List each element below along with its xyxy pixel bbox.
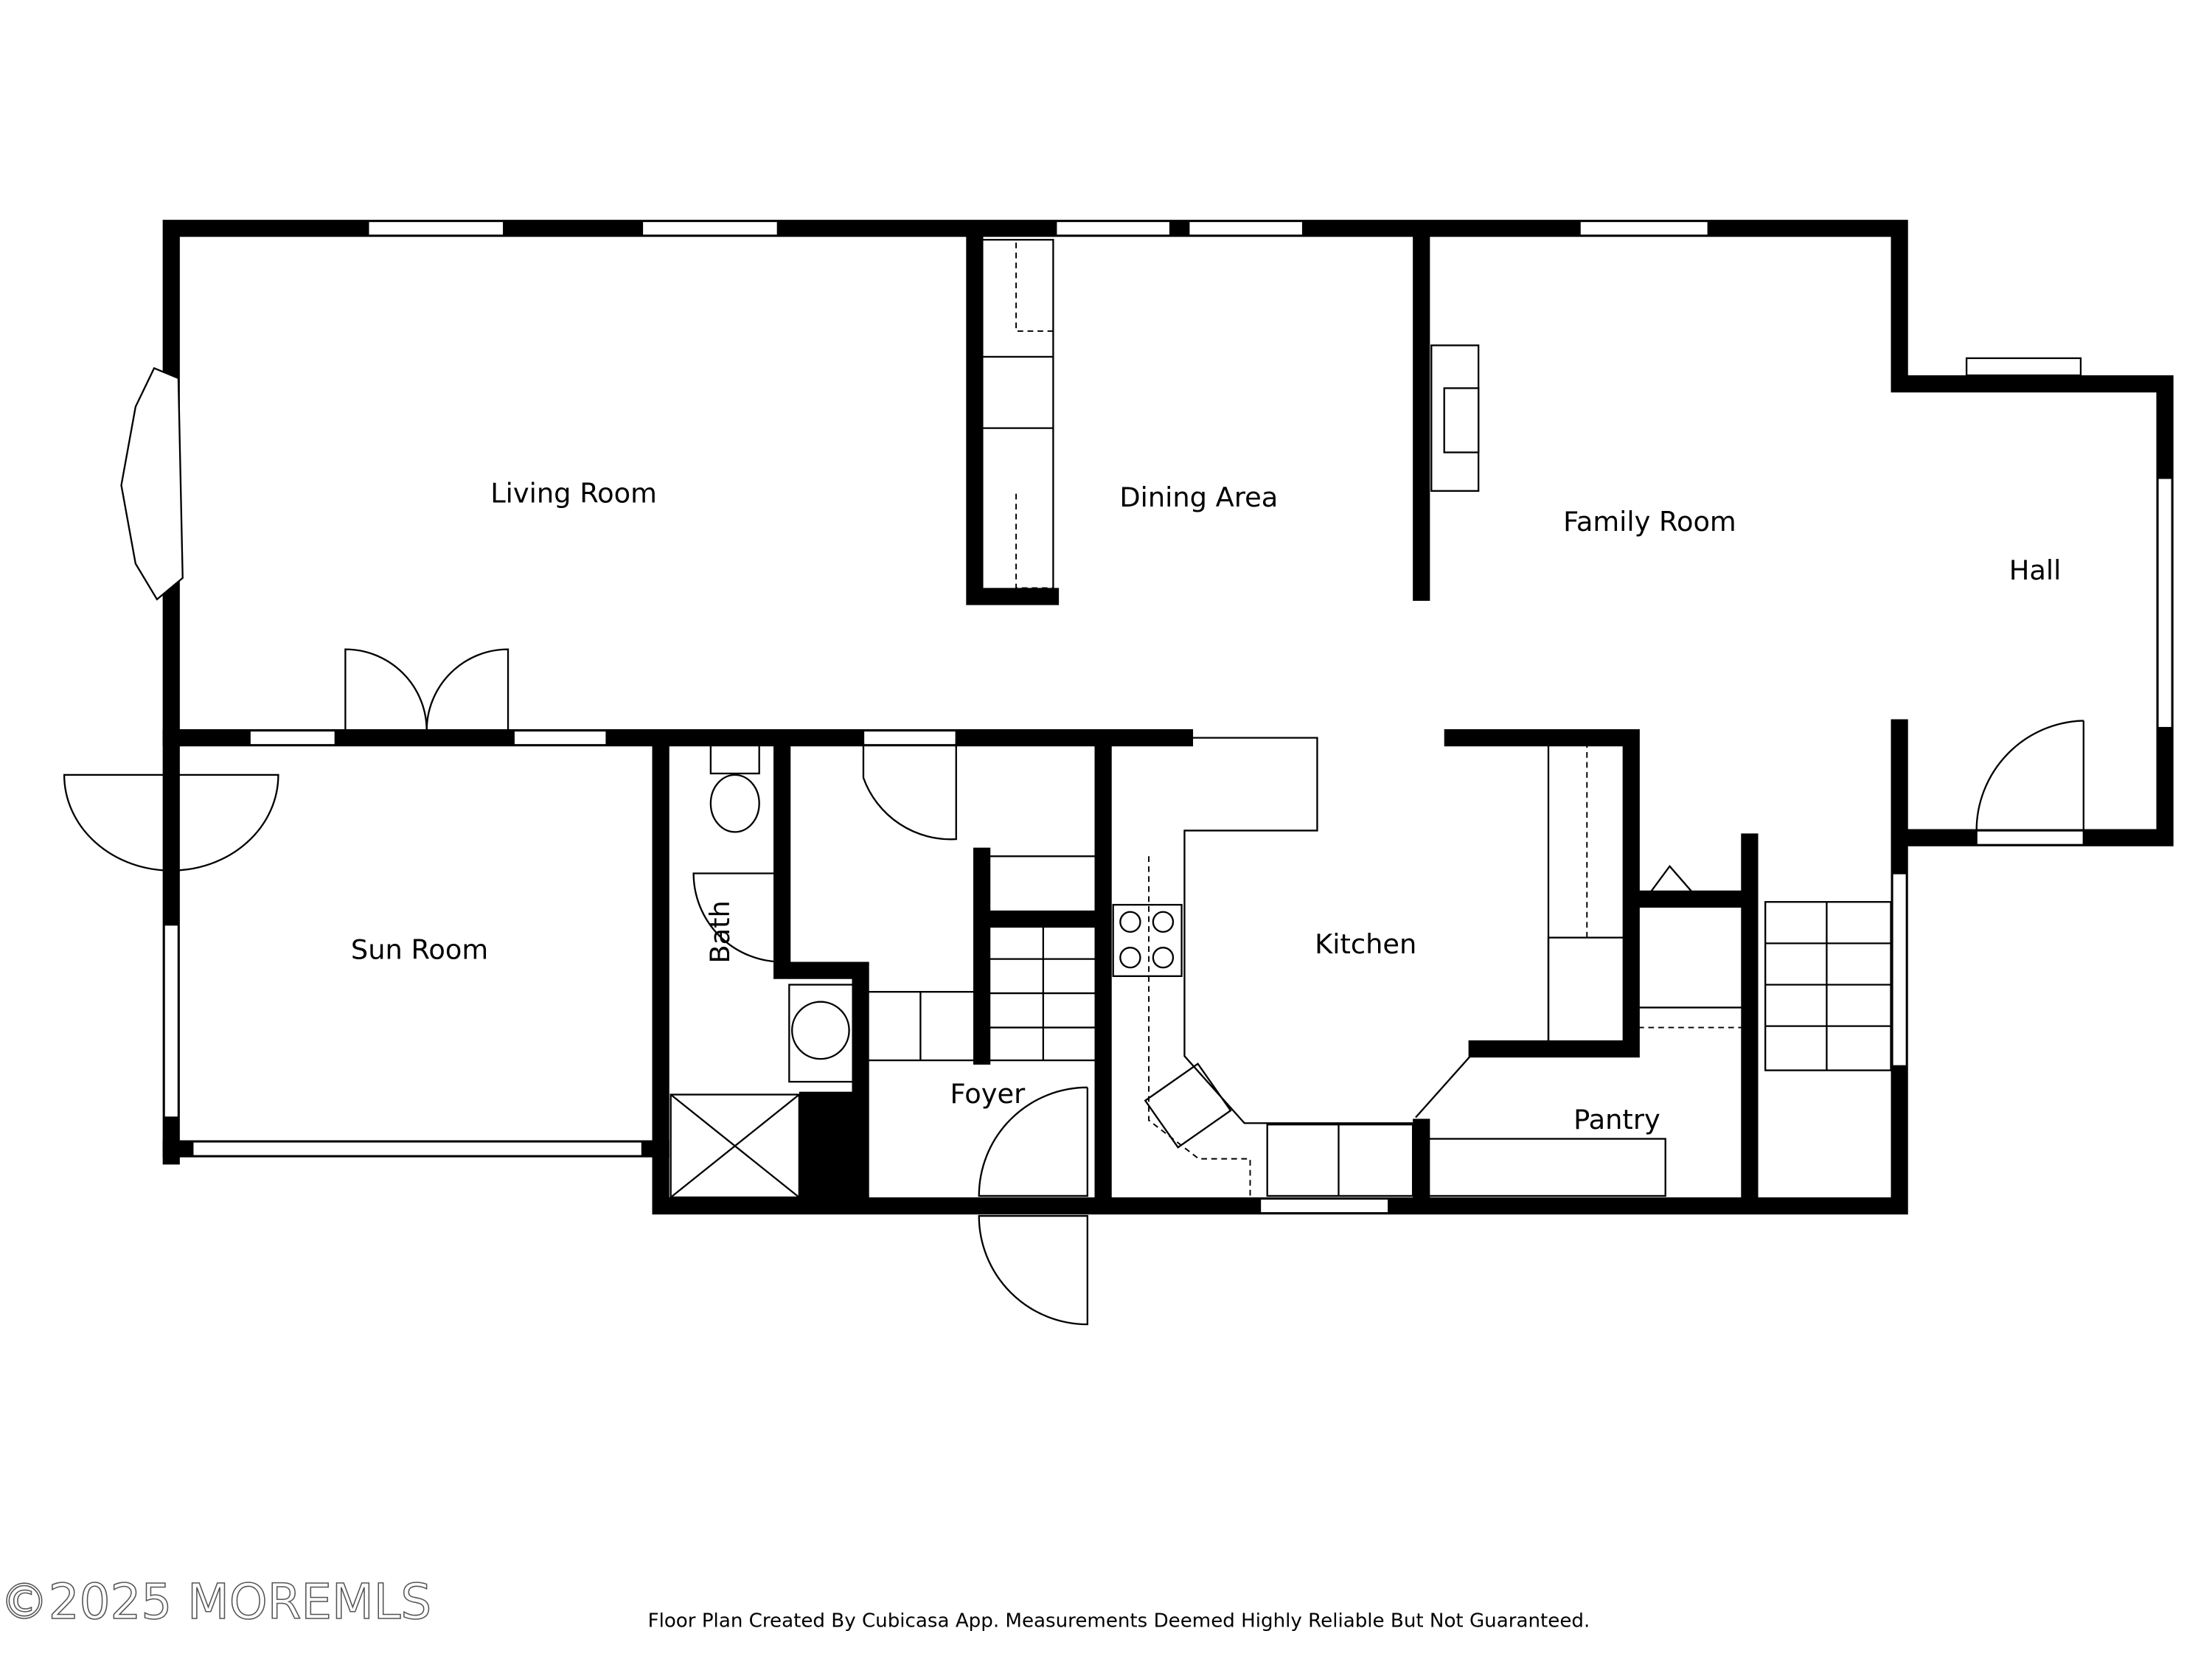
disclaimer-text: Floor Plan Created By Cubicasa App. Meas… [648, 1610, 1590, 1632]
stove-icon [1112, 903, 1183, 978]
stairs [866, 855, 1892, 1071]
room-label-dining-area: Dining Area [1119, 481, 1278, 513]
room-label-sun-room: Sun Room [351, 934, 488, 966]
room-label-bath: Bath [704, 900, 736, 963]
windows [120, 220, 2173, 1214]
fixtures [669, 239, 1892, 1199]
room-label-living-room: Living Room [490, 477, 657, 509]
room-label-family-room: Family Room [1563, 506, 1736, 538]
room-label-kitchen: Kitchen [1315, 928, 1416, 960]
interior-walls [162, 231, 1759, 1205]
watermark: ©2025 MOREMLS [0, 1573, 431, 1630]
room-label-foyer: Foyer [950, 1078, 1026, 1110]
room-label-hall: Hall [2009, 554, 2062, 586]
doors [63, 648, 2084, 1326]
exterior-walls [162, 220, 2174, 1215]
shower-icon [669, 1093, 801, 1199]
room-labels: Living Room Dining Area Family Room Hall… [351, 477, 2061, 1135]
room-label-pantry: Pantry [1573, 1104, 1660, 1135]
sink-icon [788, 984, 855, 1083]
toilet-icon [709, 744, 760, 775]
